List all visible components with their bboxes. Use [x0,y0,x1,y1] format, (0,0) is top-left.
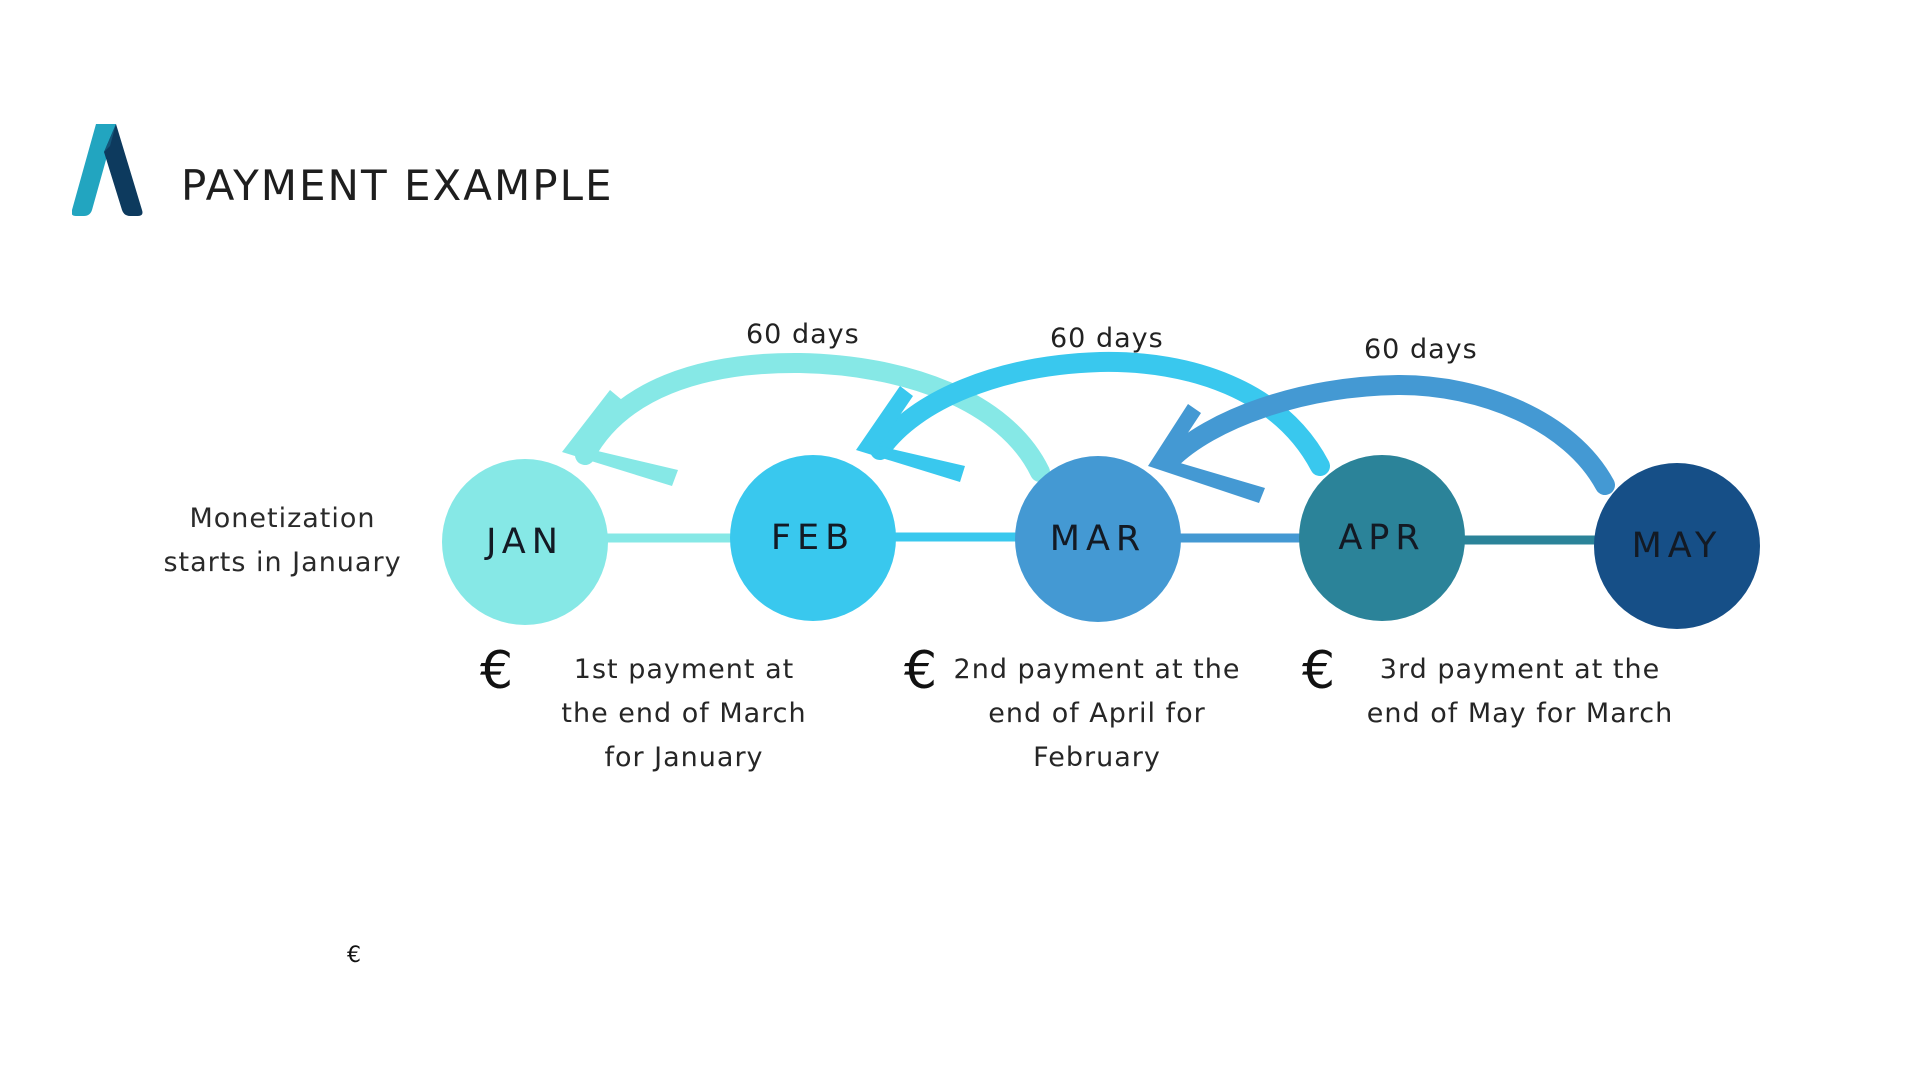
page-title: PAYMENT EXAMPLE [181,161,614,210]
monetization-start-note: Monetization starts in January [163,503,402,578]
arrow-label-60-days: 60 days [1050,323,1164,354]
month-circle-apr: APR [1299,455,1465,621]
payment-note-3: 3rd payment at the end of May for March [1366,654,1674,729]
arrow-mar-to-jan [562,352,1050,486]
month-circle-mar: MAR [1015,456,1181,622]
arrow-label-60-days: 60 days [746,319,860,350]
euro-icon: € [480,641,514,701]
month-circle-may: MAY [1594,463,1760,629]
month-label: MAY [1631,526,1723,566]
arrow-label-60-days: 60 days [1364,334,1478,365]
company-logo-icon [72,124,143,216]
euro-symbol: € [347,943,361,968]
euro-icon: € [1302,641,1336,701]
month-circle-feb: FEB [730,455,896,621]
month-label: MAR [1049,519,1147,559]
payment-note-1: 1st payment at the end of March for Janu… [561,654,807,773]
month-label: JAN [486,522,564,562]
euro-icon: € [904,641,938,701]
month-circle-jan: JAN [442,459,608,625]
month-label: APR [1338,518,1426,558]
month-label: FEB [770,518,856,558]
arrow-may-to-mar [1148,374,1615,503]
payment-note-2: 2nd payment at the end of April for Febr… [953,654,1241,773]
